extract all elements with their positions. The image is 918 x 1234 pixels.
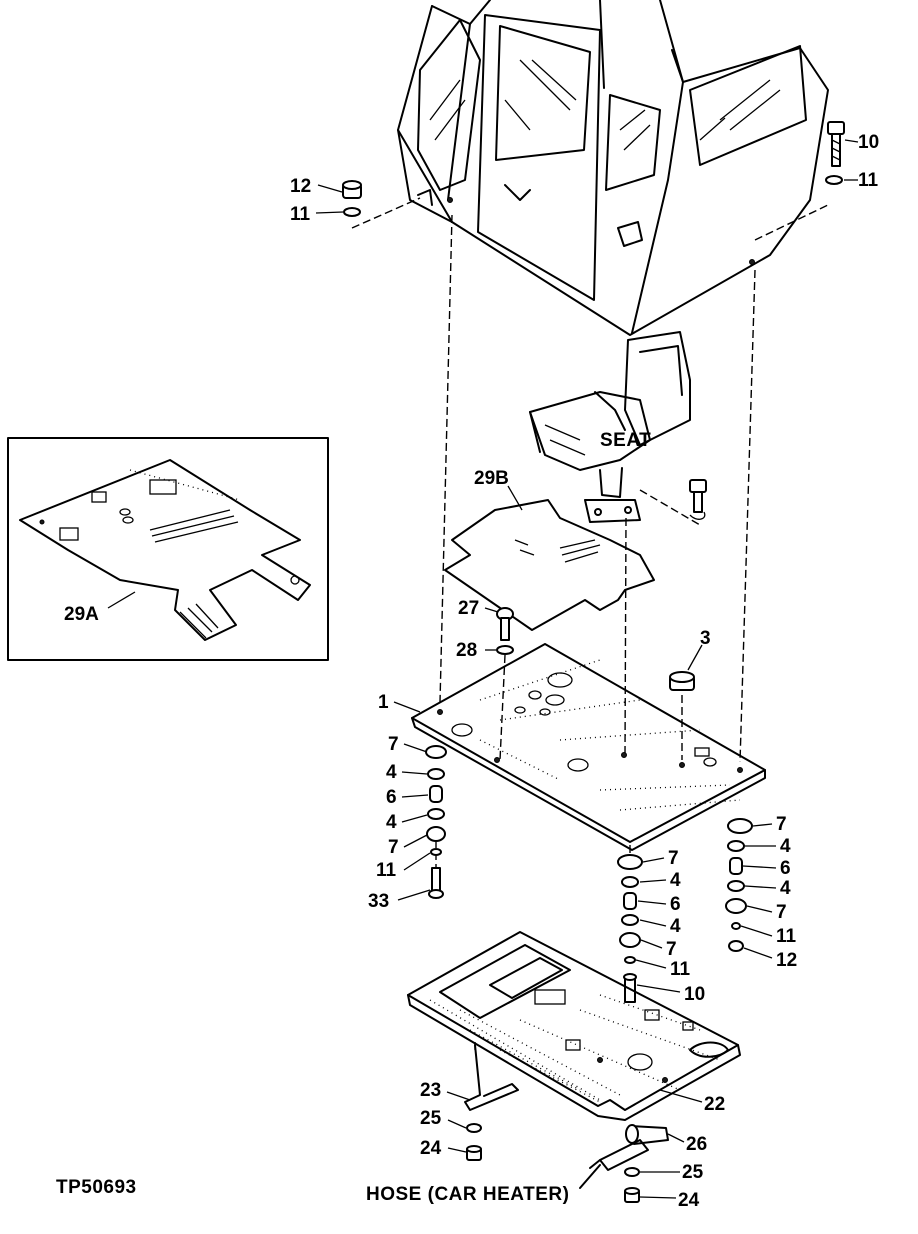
label-cab-washer-left: 11 [290, 204, 311, 225]
left-mount-stack [425, 745, 447, 899]
label-cab-washer-right: 11 [858, 170, 879, 191]
seat-bolt [639, 479, 707, 526]
cab-bolt [827, 121, 845, 167]
label-c-cushion-top: 7 [668, 848, 679, 869]
washer-25-left [466, 1123, 482, 1133]
label-l-washer-11: 11 [376, 860, 397, 881]
figure-id: TP50693 [56, 1177, 137, 1198]
label-r-cushion-top: 7 [776, 814, 787, 835]
label-bolt-24-right: 24 [678, 1190, 700, 1211]
label-cab-nut: 12 [290, 176, 311, 197]
right-mount-stack [725, 818, 753, 952]
bolt-27 [496, 607, 514, 641]
label-bracket-23: 23 [420, 1080, 441, 1101]
cab-mount-guides [351, 197, 829, 763]
seat-illustration [529, 331, 691, 523]
label-c-spacer: 6 [670, 894, 681, 915]
label-l-cushion-top: 7 [388, 734, 399, 755]
label-bolt-24-left: 24 [420, 1138, 442, 1159]
label-l-bolt-33: 33 [368, 891, 389, 912]
label-frame-22: 22 [704, 1094, 725, 1115]
floor-mat-29b [444, 499, 655, 631]
label-l-spacer: 6 [386, 787, 397, 808]
cab-washer-right [825, 175, 843, 185]
seat-caption: SEAT [600, 430, 651, 451]
label-bolt-27: 27 [458, 598, 479, 619]
floor-plate-1 [411, 643, 766, 851]
label-c-washer-b: 4 [670, 916, 681, 937]
label-l-washer-b: 4 [386, 812, 397, 833]
label-plug-3: 3 [700, 628, 711, 649]
cab-illustration [397, 0, 829, 336]
bolt-24-left [466, 1145, 482, 1161]
bracket-23 [464, 1040, 519, 1111]
plug-3 [669, 671, 695, 691]
center-mount-stack [617, 845, 643, 1003]
inset-mat-29a [7, 437, 329, 661]
washer-25-right [624, 1167, 640, 1177]
label-c-washer-a: 4 [670, 870, 681, 891]
label-c-washer-11: 11 [670, 959, 691, 980]
label-washer-25-right: 25 [682, 1162, 704, 1183]
label-washer-25-left: 25 [420, 1108, 442, 1129]
frame-22 [407, 931, 741, 1121]
hose-clamp-26 [579, 1124, 669, 1189]
label-r-spacer: 6 [780, 858, 791, 879]
label-c-cushion-bottom: 7 [666, 939, 677, 960]
label-cab-bolt: 10 [858, 132, 879, 153]
label-r-washer-11: 11 [776, 926, 797, 947]
label-r-washer-b: 4 [780, 878, 791, 899]
label-l-washer-a: 4 [386, 762, 397, 783]
label-r-washer-a: 4 [780, 836, 791, 857]
cab-nut [342, 180, 362, 199]
label-r-cushion-bottom: 7 [776, 902, 787, 923]
label-washer-28: 28 [456, 640, 477, 661]
hose-caption: HOSE (CAR HEATER) [366, 1184, 569, 1205]
label-mat-29b: 29B [474, 468, 509, 489]
bolt-24-right [624, 1187, 640, 1203]
cab-washer-left [343, 207, 361, 217]
label-clamp-26: 26 [686, 1134, 707, 1155]
label-floor-plate-1: 1 [378, 692, 389, 713]
label-c-bolt-10: 10 [684, 984, 705, 1005]
label-r-nut-12: 12 [776, 950, 797, 971]
washer-28 [496, 645, 514, 655]
label-l-cushion-bottom: 7 [388, 837, 399, 858]
label-mat-29a: 29A [64, 604, 99, 625]
